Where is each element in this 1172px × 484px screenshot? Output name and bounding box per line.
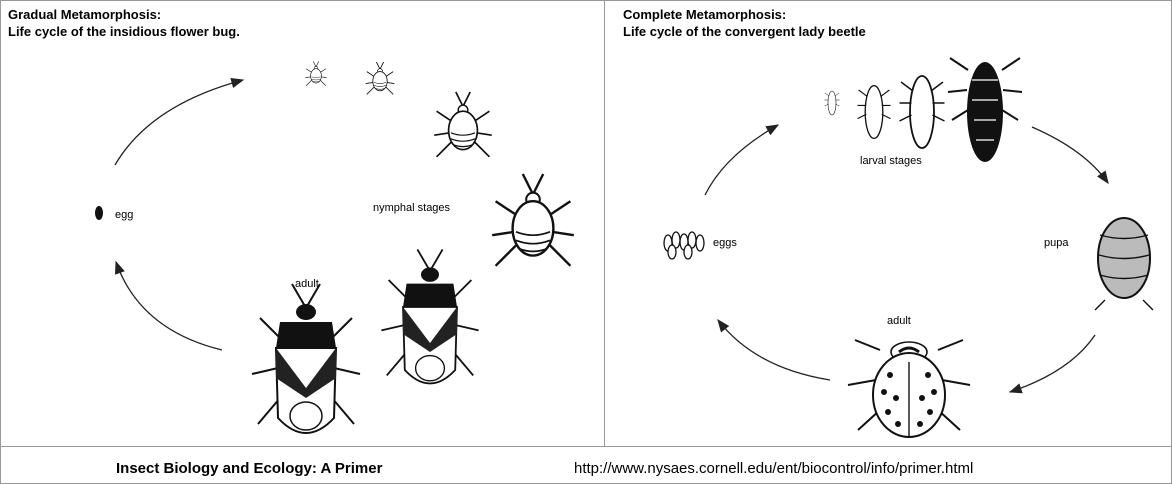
larva-illustration [825, 91, 840, 115]
footer-divider [0, 446, 1172, 447]
nymph-illustration [492, 174, 574, 266]
nymph-illustration [434, 92, 492, 157]
nymph-illustration [305, 62, 327, 86]
larva-illustration [858, 86, 891, 139]
nymph-illustration [366, 62, 395, 94]
larva-illustration [900, 76, 945, 148]
egg-illustration [95, 206, 103, 220]
cycle-arrow [718, 320, 830, 380]
cycle-arrow [1032, 127, 1108, 183]
eggs-illustration [664, 232, 704, 259]
cycle-arrow [1010, 335, 1095, 392]
life-cycle-illustrations [0, 0, 1172, 446]
adult-beetle-illustration [848, 340, 970, 437]
nymph-illustration [381, 249, 478, 383]
larva-illustration [948, 58, 1022, 162]
cycle-arrow [705, 125, 778, 195]
cycle-arrow [115, 80, 243, 165]
footer-title: Insect Biology and Ecology: A Primer [116, 460, 382, 477]
pupa-illustration [1095, 218, 1153, 310]
cycle-arrow [116, 262, 222, 350]
footer-url[interactable]: http://www.nysaes.cornell.edu/ent/biocon… [574, 460, 973, 477]
adult-bug-illustration [252, 284, 360, 433]
